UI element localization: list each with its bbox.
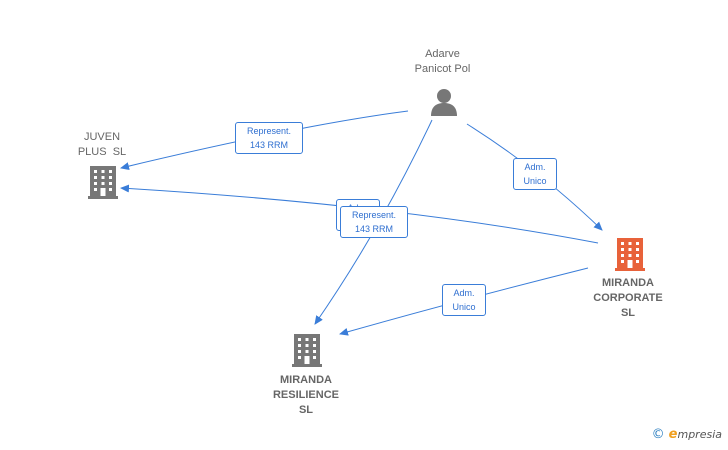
miranda-corporate-name-line1: MIRANDA (602, 277, 654, 289)
edge-label-line1: Adm. (524, 162, 546, 172)
building-icon[interactable] (615, 238, 645, 271)
edge-label-line2: Unico (523, 176, 547, 186)
building-icon[interactable] (292, 334, 322, 367)
juven-name-label[interactable]: JUVEN PLUS SL (60, 130, 144, 160)
person-name-line2: Panicot Pol (414, 63, 471, 75)
edge-label-line2: 143 RRM (249, 140, 288, 150)
edge-label-line1: Represent. (351, 210, 397, 220)
edge-label-line1: Represent. (246, 126, 292, 136)
miranda-resilience-name-line1: MIRANDA (280, 374, 332, 386)
person-icon[interactable] (431, 89, 457, 116)
edge-label-line1: Adm. (453, 288, 475, 298)
miranda-corporate-name-line2: CORPORATE (593, 292, 663, 304)
edge-label-line2: Unico (452, 302, 476, 312)
copyright-icon: © (651, 427, 665, 442)
brand-logo: ©empresia (652, 427, 722, 442)
juven-name-line1: JUVEN (83, 131, 121, 143)
edge-label-person-corporate[interactable]: Adm. Unico (513, 158, 557, 190)
juven-name-line2: PLUS SL (77, 146, 127, 158)
edge-label-person-juven[interactable]: Represent. 143 RRM (235, 122, 303, 154)
miranda-corporate-name-label[interactable]: MIRANDA CORPORATE SL (580, 276, 676, 321)
miranda-resilience-name-label[interactable]: MIRANDA RESILIENCE SL (260, 373, 352, 418)
person-name-label[interactable]: Adarve Panicot Pol (395, 47, 490, 77)
person-name-line1: Adarve (425, 48, 460, 60)
building-icon[interactable] (88, 166, 118, 199)
brand-e-letter: e (668, 427, 678, 442)
brand-name: mpresia (677, 428, 722, 441)
edge-label-corporate-resilience[interactable]: Adm. Unico (442, 284, 486, 316)
miranda-resilience-name-line2: RESILIENCE (272, 389, 339, 401)
miranda-corporate-name-line3: SL (620, 307, 636, 319)
edge-label-person-resilience[interactable]: Represent. 143 RRM (340, 206, 408, 238)
miranda-resilience-name-line3: SL (298, 404, 314, 416)
edge-label-line2: 143 RRM (354, 224, 393, 234)
